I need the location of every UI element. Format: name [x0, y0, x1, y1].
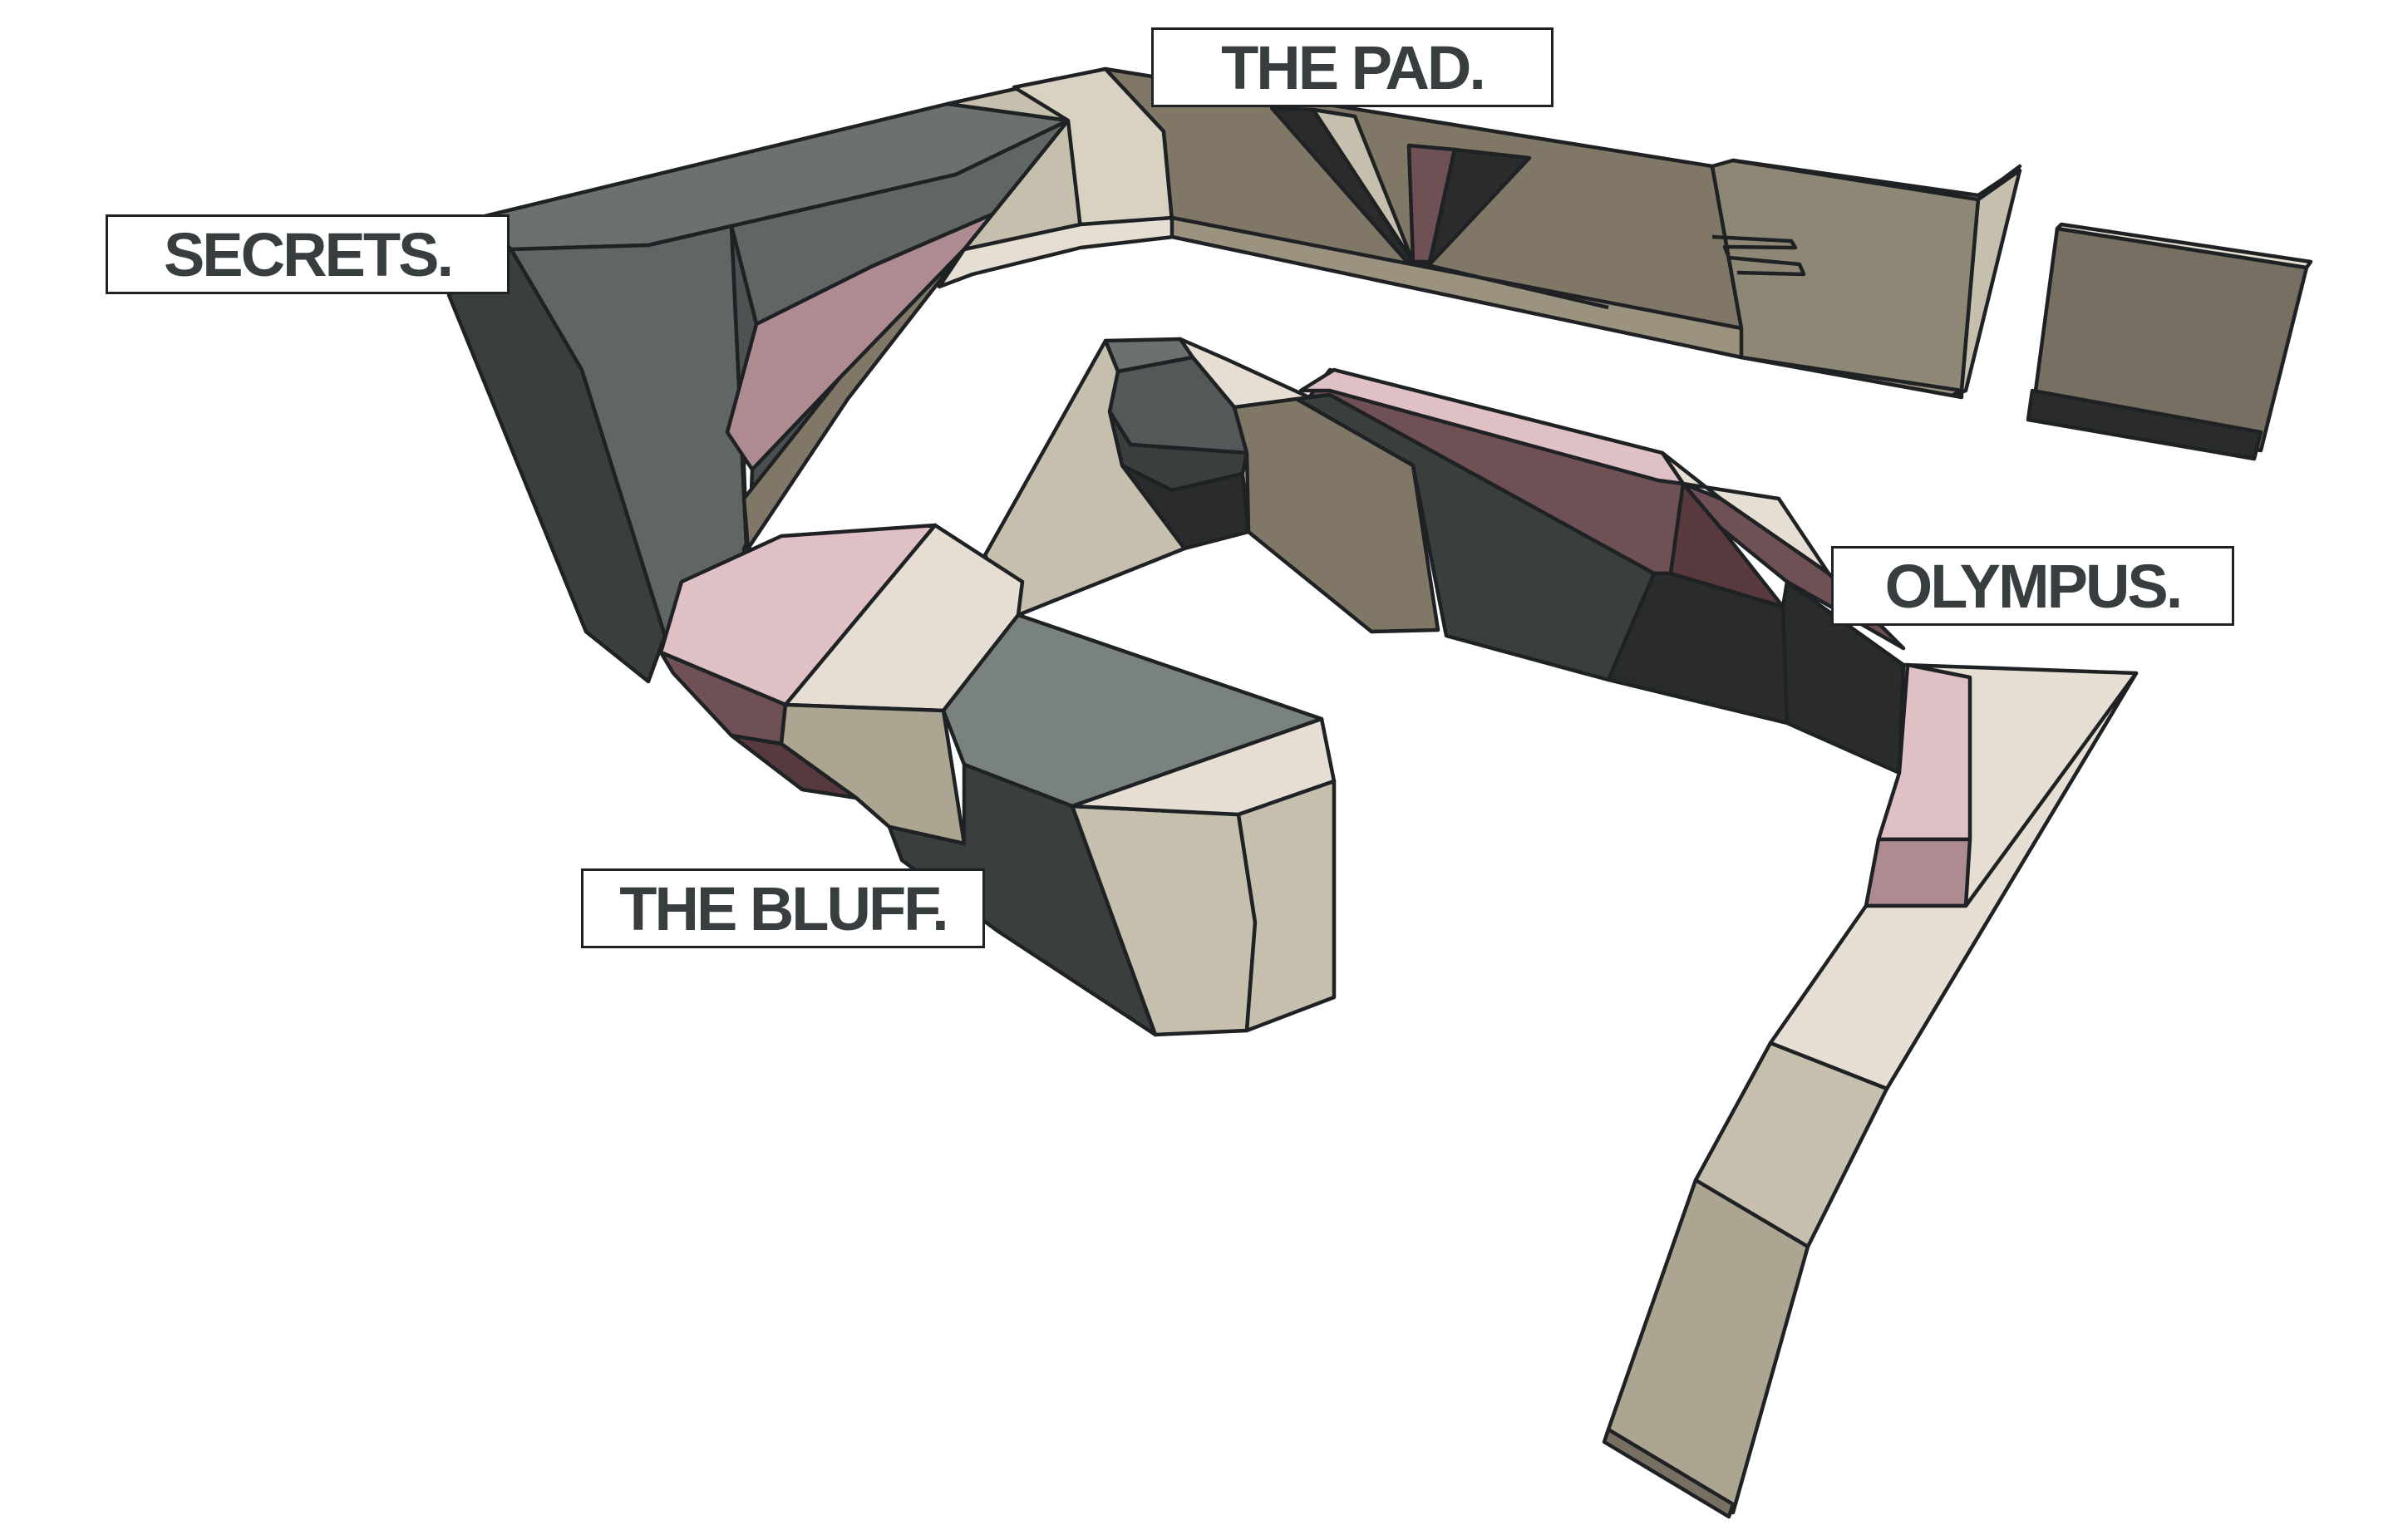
- pad-dark-strip-2: [1427, 147, 1532, 267]
- pad-light-wedge: [1311, 107, 1416, 264]
- olympus-mauve-lower: [1864, 837, 1972, 908]
- stepped-side-face: [1951, 168, 2022, 397]
- olympus-wall: [1602, 662, 2139, 1519]
- secrets-inner-face: [741, 247, 967, 551]
- connector-front-face: [937, 215, 1176, 289]
- connector-strip: [937, 66, 1176, 289]
- pad-edge-line: [1412, 259, 1609, 310]
- label-the-bluff[interactable]: THE BLUFF.: [581, 868, 985, 948]
- label-secrets[interactable]: SECRETS.: [106, 214, 510, 294]
- detached-block: [2026, 222, 2313, 461]
- olympus-arm-cream: [1768, 671, 2139, 1091]
- bluff-block-side: [1236, 779, 1337, 1033]
- bluff-wall: [658, 523, 1337, 1037]
- pad-stepped-block: [1710, 158, 2022, 397]
- stepped-detail: [1711, 234, 1806, 277]
- detached-top-face: [2055, 222, 2313, 270]
- secrets-wall: [446, 101, 1071, 684]
- label-olympus[interactable]: OLYMPUS.: [1831, 546, 2234, 626]
- olympus-arm-base: [1602, 1427, 1736, 1519]
- olympus-arm-khaki: [1606, 1178, 1810, 1515]
- stepped-top-face: [1731, 158, 2022, 202]
- detached-base: [2026, 388, 2263, 461]
- label-the-pad[interactable]: THE PAD.: [1151, 27, 1554, 107]
